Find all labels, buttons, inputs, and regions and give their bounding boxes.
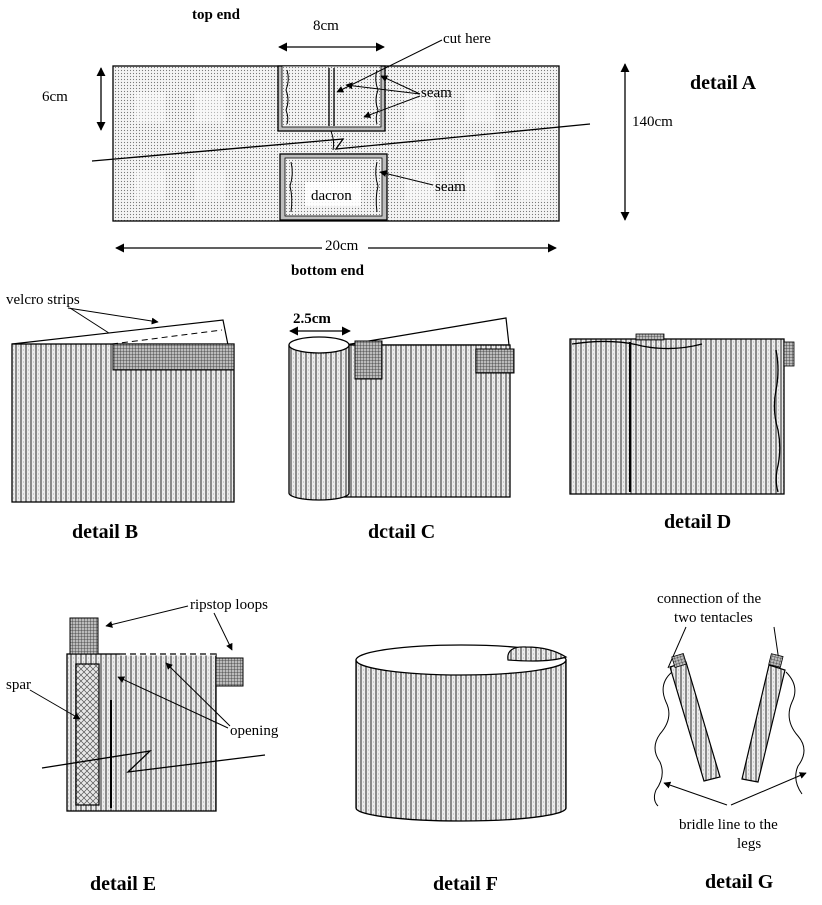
loop-right-g <box>768 653 784 668</box>
velcro-strip <box>112 343 235 371</box>
cut-here-pointer <box>336 39 443 93</box>
detail-e-caption: detail E <box>90 873 156 895</box>
velcro-tab-c1 <box>354 340 383 380</box>
break-line <box>91 123 591 162</box>
dim-20cm-label: 20cm <box>325 238 359 254</box>
seam-edge-d <box>773 349 781 493</box>
bridle-line-right <box>785 671 805 795</box>
tube-opening <box>288 336 350 354</box>
dacron-label-bg <box>305 182 361 206</box>
top-end-label: top end <box>192 7 241 23</box>
seam-label-bottom: seam <box>435 179 466 195</box>
velcro-pointer-1 <box>67 307 159 325</box>
detail-d-caption: detail D <box>664 511 731 533</box>
loop-left-g <box>671 652 687 668</box>
seam-pointer-2 <box>345 82 421 95</box>
spar-label: spar <box>6 677 31 693</box>
detail-g-caption: detail G <box>705 871 774 893</box>
seam-pointer-4 <box>379 170 434 186</box>
break-line-e <box>41 750 266 773</box>
seam-pointer-1 <box>380 75 421 95</box>
top-window-inner <box>281 65 382 128</box>
detail-d: detail D <box>569 333 795 533</box>
dacron-seam-left <box>289 161 293 213</box>
rolled-tube <box>288 345 350 501</box>
dim-8cm-label: 8cm <box>313 18 339 34</box>
velcro-top-d <box>635 333 665 341</box>
cut-here-label: cut here <box>443 31 491 47</box>
detail-f: detail F <box>355 644 568 895</box>
connection-label-1: connection of the <box>657 591 761 607</box>
spar <box>75 663 100 806</box>
opening-pointer-2 <box>165 662 231 727</box>
tentacle-right <box>741 664 786 783</box>
detail-a: top end dacron 8cm 6cm <box>42 7 757 279</box>
detail-c: 2.5cm dctail C <box>288 311 515 543</box>
folded-flap <box>11 319 229 346</box>
detail-f-caption: detail F <box>433 873 498 895</box>
connection-label-2: two tentacles <box>674 610 753 626</box>
opening-label: opening <box>230 723 279 739</box>
velcro-label: velcro strips <box>6 292 80 308</box>
loops-pointer-2 <box>213 612 233 651</box>
dim-6cm-label: 6cm <box>42 89 68 105</box>
opening-pointer-1 <box>117 676 229 729</box>
top-seam-left <box>285 69 289 125</box>
detail-b: velcro strips detail B <box>6 292 235 543</box>
bridle-pointer-right <box>730 772 807 806</box>
panel-texture <box>135 92 550 200</box>
cylinder-body <box>355 659 567 822</box>
detail-g: connection of the two tentacles bridle l… <box>653 591 807 893</box>
rolled-overlap <box>507 646 568 662</box>
cut-line <box>328 68 335 126</box>
dacron-seam-right <box>375 161 379 213</box>
ripstop-loop-top <box>69 617 99 655</box>
spar-pointer <box>29 689 81 720</box>
loops-pointer-1 <box>105 605 189 628</box>
velcro-side-d <box>783 341 795 367</box>
seam-label-top: seam <box>421 85 452 101</box>
fold-dash <box>111 329 223 345</box>
ripstop-loop-side <box>215 657 244 687</box>
detail-a-caption: detail A <box>690 72 757 94</box>
bottom-end-label: bottom end <box>291 263 365 279</box>
dim-2-5cm-label: 2.5cm <box>293 311 331 327</box>
detail-c-caption: dctail C <box>368 521 435 543</box>
bridle-line-left <box>653 671 673 807</box>
panel-d <box>569 338 785 495</box>
bridle-pointer-left <box>663 781 728 806</box>
break-connector <box>330 130 335 151</box>
detail-e: ripstop loops spar opening detail E <box>6 597 279 895</box>
seam-top-d <box>571 340 703 350</box>
ripstop-loops-label: ripstop loops <box>190 597 268 613</box>
tentacle-left <box>669 661 721 782</box>
dim-140cm-label: 140cm <box>632 114 673 130</box>
detail-b-caption: detail B <box>72 521 138 543</box>
seam-pointer-3 <box>363 95 421 119</box>
dacron-label: dacron <box>311 188 352 204</box>
connection-line-left <box>667 626 687 669</box>
velcro-tab-c2 <box>475 348 515 374</box>
bridle-label-1: bridle line to the <box>679 817 778 833</box>
top-seam-right <box>375 69 379 125</box>
dim-20cm-bg <box>322 236 368 254</box>
bridle-label-2: legs <box>737 836 761 852</box>
